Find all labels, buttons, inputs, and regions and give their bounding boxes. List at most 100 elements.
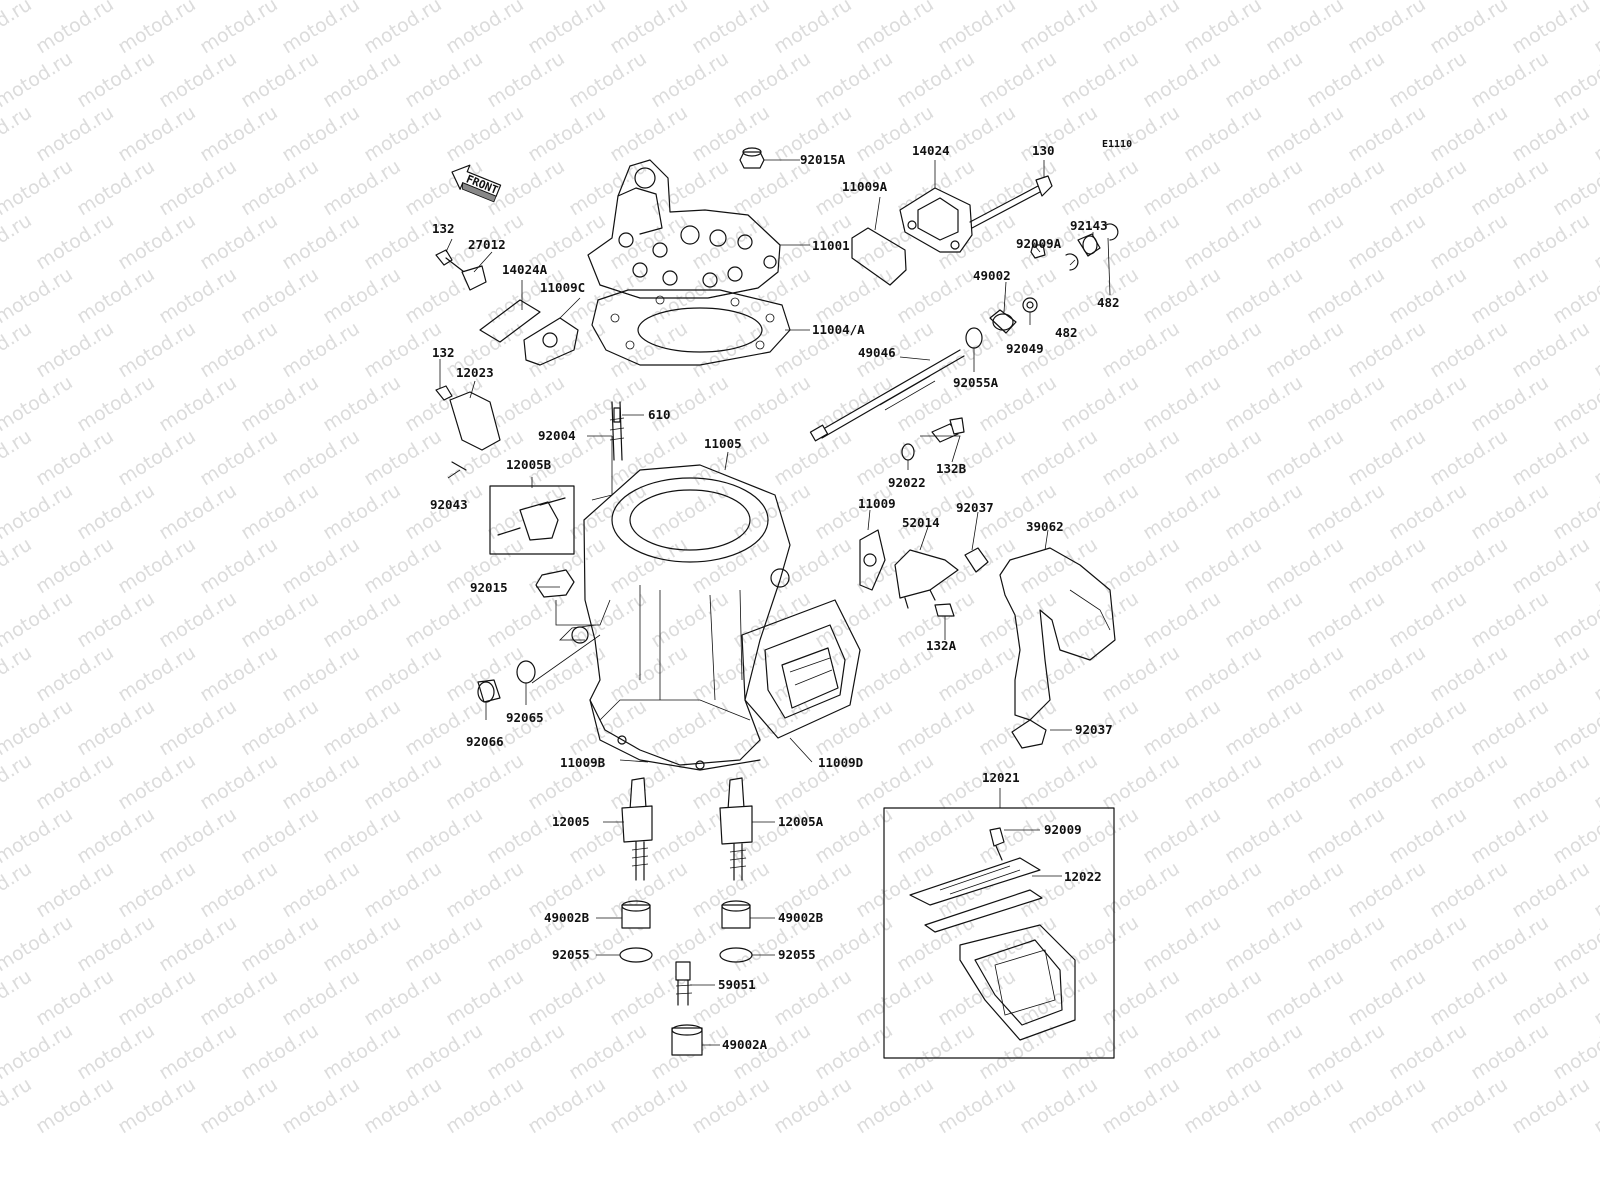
watermark: motod.ru	[319, 263, 405, 328]
watermark: motod.ru	[811, 587, 897, 652]
watermark: motod.ru	[278, 857, 364, 922]
watermark: motod.ru	[401, 0, 487, 4]
watermark: motod.ru	[442, 749, 528, 814]
callout-label: 11001	[812, 238, 850, 253]
watermark: motod.ru	[1180, 425, 1266, 490]
watermark: motod.ru	[237, 0, 323, 4]
watermark: motod.ru	[73, 47, 159, 112]
watermark: motod.ru	[196, 965, 282, 1030]
watermark: motod.ru	[1303, 1019, 1389, 1084]
watermark: motod.ru	[1139, 479, 1225, 544]
watermark: motod.ru	[32, 1073, 118, 1138]
watermark: motod.ru	[688, 0, 774, 58]
watermark: motod.ru	[975, 587, 1061, 652]
watermark: motod.ru	[1098, 965, 1184, 1030]
watermark: motod.ru	[0, 47, 77, 112]
watermark: motod.ru	[1590, 965, 1600, 1030]
callout-label: 12023	[456, 365, 494, 380]
watermark: motod.ru	[852, 1073, 938, 1138]
watermark: motod.ru	[1549, 479, 1600, 544]
watermark: motod.ru	[1098, 101, 1184, 166]
watermark: motod.ru	[32, 857, 118, 922]
watermark: motod.ru	[360, 0, 446, 58]
watermark: motod.ru	[1016, 1073, 1102, 1138]
watermark: motod.ru	[196, 209, 282, 274]
callout-label: 130	[1032, 143, 1055, 158]
watermark: motod.ru	[975, 47, 1061, 112]
watermark: motod.ru	[1426, 857, 1512, 922]
watermark: motod.ru	[565, 263, 651, 328]
callout-label: 39062	[1026, 519, 1064, 534]
watermark: motod.ru	[1590, 317, 1600, 382]
callout-label: 132A	[926, 638, 957, 653]
watermark: motod.ru	[1426, 749, 1512, 814]
watermark: motod.ru	[73, 371, 159, 436]
watermark: motod.ru	[893, 0, 979, 4]
watermark: motod.ru	[155, 803, 241, 868]
reed-gasket-drawing	[741, 599, 861, 739]
watermark: motod.ru	[729, 0, 815, 4]
watermark: motod.ru	[32, 641, 118, 706]
watermark: motod.ru	[114, 965, 200, 1030]
watermark: motod.ru	[0, 1019, 77, 1084]
watermark: motod.ru	[524, 317, 610, 382]
watermark: motod.ru	[32, 0, 118, 58]
watermark: motod.ru	[73, 155, 159, 220]
watermark: motod.ru	[278, 533, 364, 598]
callout-label: 92015	[470, 580, 508, 595]
watermark: motod.ru	[237, 47, 323, 112]
watermark: motod.ru	[237, 1019, 323, 1084]
callout-label: 11009	[858, 496, 896, 511]
callout-label: 132	[432, 345, 455, 360]
watermark: motod.ru	[155, 47, 241, 112]
callout-label: 92037	[1075, 722, 1113, 737]
watermark: motod.ru	[278, 425, 364, 490]
watermark: motod.ru	[688, 317, 774, 382]
watermark: motod.ru	[893, 263, 979, 328]
watermark: motod.ru	[1221, 1019, 1307, 1084]
watermark: motod.ru	[1262, 641, 1348, 706]
watermark: motod.ru	[1303, 371, 1389, 436]
watermark: motod.ru	[442, 857, 528, 922]
watermark: motod.ru	[770, 0, 856, 58]
bolt-132b-drawing	[931, 417, 965, 443]
watermark: motod.ru	[442, 965, 528, 1030]
watermark: motod.ru	[647, 0, 733, 4]
leader-lines	[439, 159, 1111, 1046]
bolt-130-drawing	[969, 175, 1053, 229]
watermark: motod.ru	[401, 587, 487, 652]
washer-92065-drawing	[516, 660, 536, 684]
watermark: motod.ru	[688, 533, 774, 598]
watermark: motod.ru	[1139, 587, 1225, 652]
watermark: motod.ru	[0, 803, 77, 868]
watermark: motod.ru	[1262, 1073, 1348, 1138]
watermark: motod.ru	[0, 101, 36, 166]
watermark: motod.ru	[1590, 101, 1600, 166]
watermark: motod.ru	[0, 857, 36, 922]
watermark: motod.ru	[360, 857, 446, 922]
callout-label: 49002B	[544, 910, 590, 925]
watermark: motod.ru	[114, 425, 200, 490]
watermark: motod.ru	[1426, 209, 1512, 274]
watermark: motod.ru	[1385, 911, 1471, 976]
watermark: motod.ru	[524, 1073, 610, 1138]
watermark: motod.ru	[1016, 533, 1102, 598]
watermark: motod.ru	[1426, 965, 1512, 1030]
watermark: motod.ru	[0, 533, 36, 598]
watermark: motod.ru	[524, 101, 610, 166]
watermark: motod.ru	[606, 101, 692, 166]
watermark: motod.ru	[770, 1073, 856, 1138]
watermark: motod.ru	[1426, 317, 1512, 382]
watermark: motod.ru	[32, 749, 118, 814]
watermark: motod.ru	[1344, 425, 1430, 490]
callout-label: 92009A	[1016, 236, 1062, 251]
watermark: motod.ru	[893, 803, 979, 868]
watermark: motod.ru	[934, 965, 1020, 1030]
watermark: motod.ru	[1303, 587, 1389, 652]
gasket-11009a-drawing	[851, 227, 907, 286]
callout-label: 27012	[468, 237, 506, 252]
callout-label: 11009D	[818, 755, 863, 770]
watermark: motod.ru	[237, 371, 323, 436]
watermark: motod.ru	[1098, 533, 1184, 598]
watermark: motod.ru	[893, 47, 979, 112]
